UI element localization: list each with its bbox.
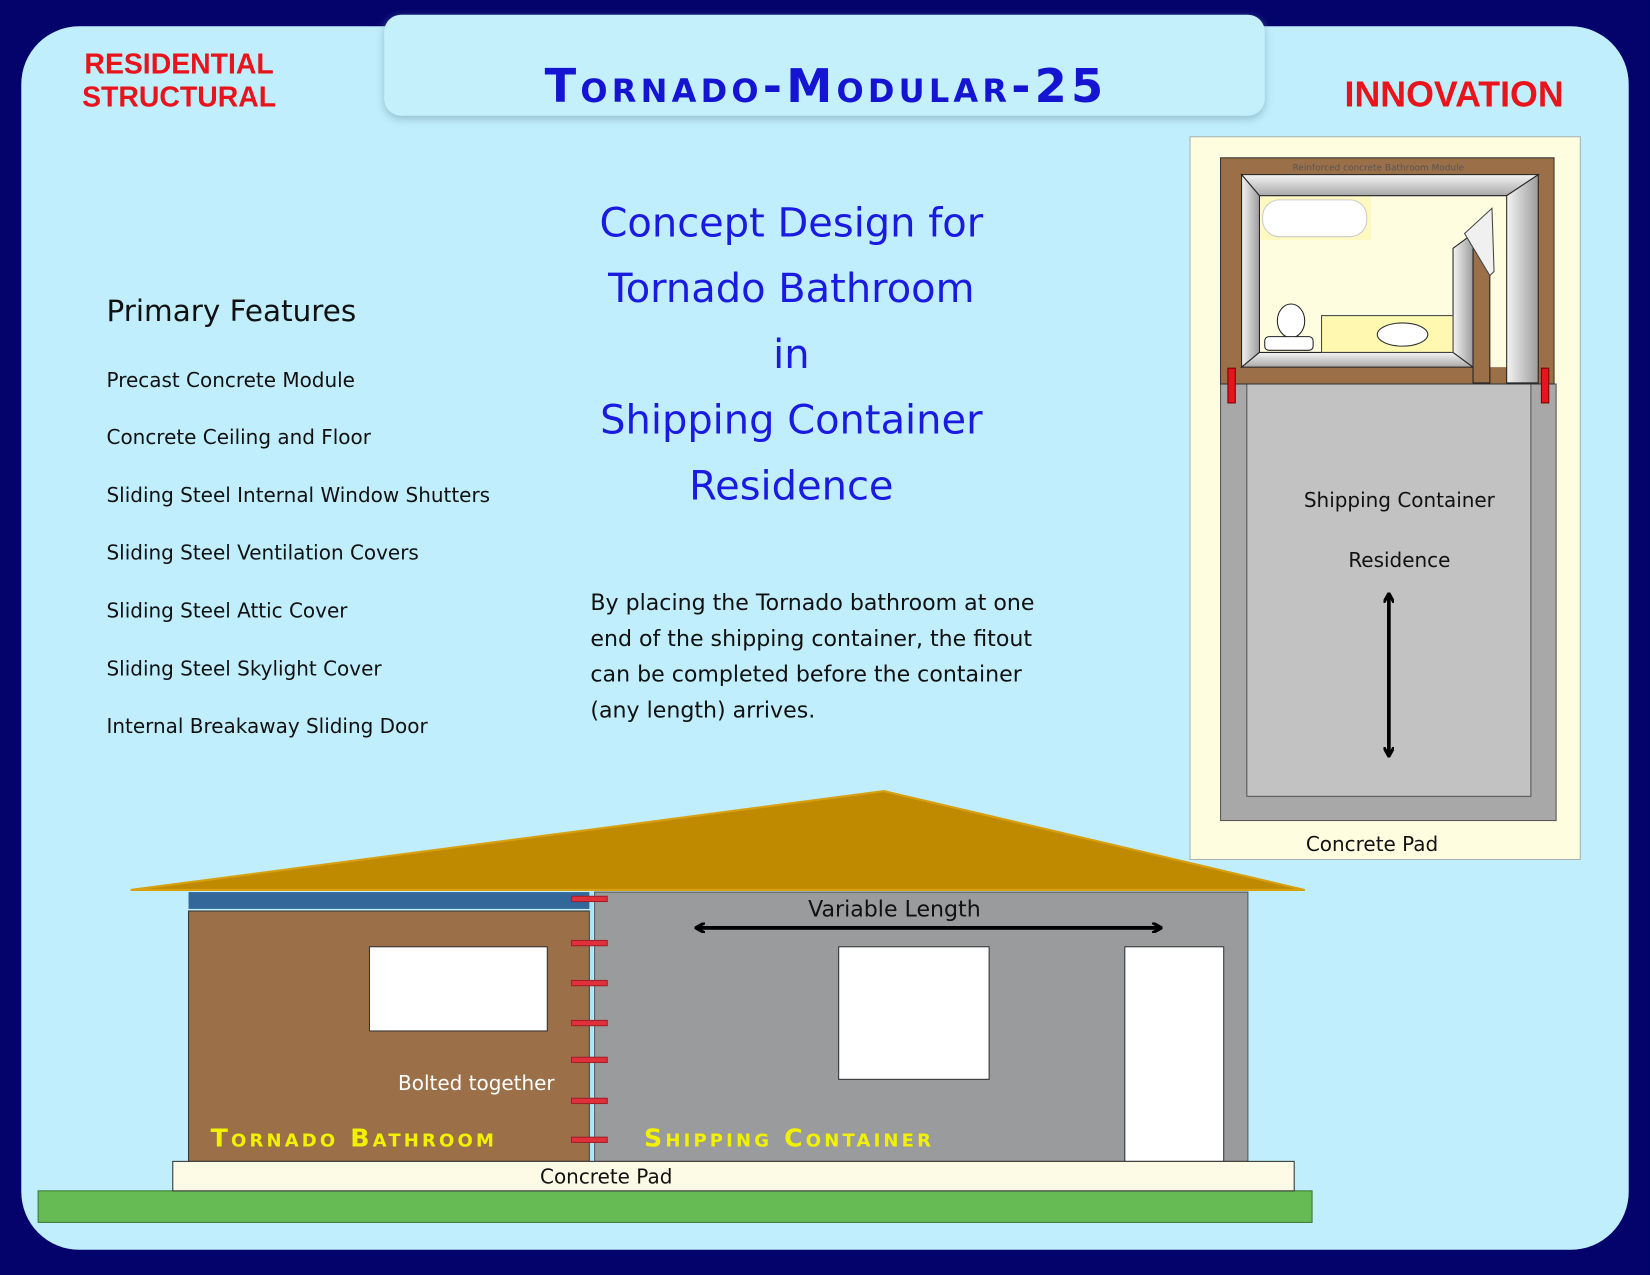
plan-pad-label: Concrete Pad [1306, 832, 1438, 856]
concept-line: in [773, 332, 809, 378]
feature-item: Sliding Steel Skylight Cover [106, 656, 382, 680]
concept-line: Shipping Container [600, 397, 983, 443]
bolt [570, 1097, 608, 1105]
bathtub [1262, 199, 1368, 238]
pad-label: Concrete Pad [540, 1164, 672, 1188]
feature-item: Sliding Steel Internal Window Shutters [106, 483, 490, 507]
wall-left [1241, 173, 1260, 369]
wall-right [1506, 173, 1539, 384]
module-label: Reinforced concrete Bathroom Module [1293, 163, 1465, 173]
container-window [838, 946, 990, 1080]
bolt [570, 895, 608, 903]
floor-plan: Reinforced concrete Bathroom Module Ship… [1189, 136, 1581, 860]
feature-item: Internal Breakaway Sliding Door [106, 714, 428, 738]
bathroom-window [368, 946, 548, 1032]
bolt-right [1540, 367, 1550, 404]
bolt [570, 1136, 608, 1143]
toilet-cistern [1264, 336, 1314, 351]
container-label: Shipping Container [644, 1124, 934, 1153]
feature-item: Sliding Steel Ventilation Covers [106, 541, 418, 565]
bolts [570, 895, 608, 1143]
features-heading: Primary Features [106, 294, 356, 328]
feature-item: Precast Concrete Module [106, 368, 354, 392]
description: By placing the Tornado bathroom at one e… [590, 590, 1034, 723]
description-line: By placing the Tornado bathroom at one [590, 590, 1034, 616]
partition-wall [1452, 232, 1474, 369]
wall-bottom [1240, 351, 1475, 368]
elevation: Variable Length Bolted together Tornado … [37, 790, 1313, 1223]
feature-item: Concrete Ceiling and Floor [106, 425, 371, 449]
title-tab [384, 14, 1265, 116]
door-swing [1463, 207, 1495, 277]
plan-container-line1: Shipping Container [1304, 488, 1496, 512]
bathroom-eave [188, 892, 590, 909]
grass [37, 1190, 1313, 1223]
bolted-label: Bolted together [398, 1071, 555, 1095]
bolt [570, 979, 608, 987]
bolt [570, 1056, 608, 1064]
sink [1376, 322, 1429, 347]
variable-length-label: Variable Length [808, 896, 981, 922]
bolt-left [1227, 367, 1236, 404]
description-line: end of the shipping container, the fitou… [590, 626, 1032, 652]
bolt [570, 939, 608, 947]
concept-line: Tornado Bathroom [607, 266, 974, 312]
feature-item: Sliding Steel Attic Cover [106, 599, 348, 623]
features-list: Precast Concrete Module Concrete Ceiling… [106, 368, 490, 738]
concrete-pad [172, 1160, 1295, 1192]
wall-top [1240, 174, 1540, 197]
header-right: INNOVATION [1345, 74, 1564, 114]
plan-container-line2: Residence [1348, 548, 1450, 572]
roof [130, 790, 1305, 892]
container-door [1124, 946, 1225, 1162]
bathroom-label: Tornado Bathroom [211, 1124, 497, 1153]
toilet-bowl [1276, 303, 1306, 339]
description-line: (any length) arrives. [590, 697, 815, 723]
bolt [570, 1019, 608, 1027]
page-title: Tornado-Modular-25 [545, 59, 1108, 113]
description-line: can be completed before the container [590, 662, 1022, 688]
concept-line: Concept Design for [600, 201, 984, 247]
concept-heading: Concept Design for Tornado Bathroom in S… [600, 201, 984, 510]
header-left-line1: RESIDENTIAL [84, 49, 273, 81]
header-left-line2: STRUCTURAL [82, 81, 276, 113]
concept-line: Residence [689, 464, 893, 510]
